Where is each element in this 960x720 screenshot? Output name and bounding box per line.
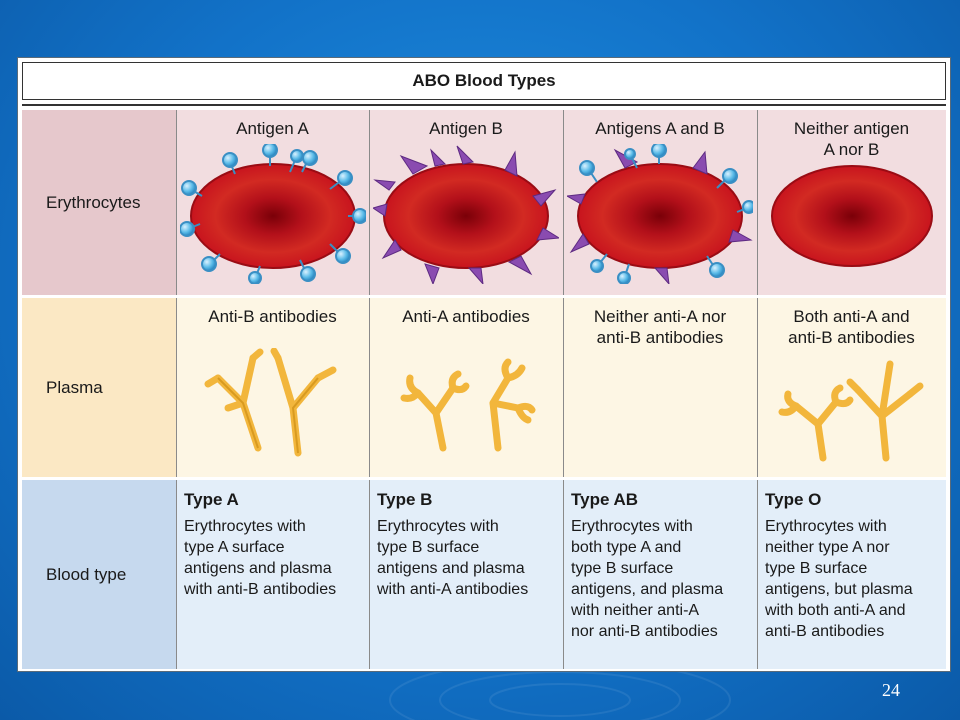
row-label-plasma: Plasma bbox=[22, 298, 176, 478]
desc-line: antigens, but plasma bbox=[765, 581, 913, 598]
antibody-label-line: Both anti-A and bbox=[793, 307, 910, 326]
desc-line: with both anti-A and bbox=[765, 602, 906, 619]
row-divider bbox=[22, 477, 946, 480]
desc-line: type B surface bbox=[765, 560, 868, 577]
desc-line: with anti-A antibodies bbox=[377, 581, 529, 598]
type-ab-title: Type AB bbox=[571, 490, 639, 509]
antibody-anti-a-and-anti-b-icon bbox=[778, 360, 924, 462]
type-ab-desc: Erythrocytes with both type A and type B… bbox=[571, 516, 757, 642]
title-divider bbox=[22, 104, 946, 106]
plasma-row bbox=[176, 298, 946, 478]
erythrocyte-type-o bbox=[771, 165, 933, 267]
desc-line: antigens and plasma bbox=[377, 560, 525, 577]
antibody-label-line: Neither anti-A nor bbox=[593, 307, 727, 326]
antibody-label-line: anti-B antibodies bbox=[788, 328, 915, 347]
antibody-anti-b-icon bbox=[204, 348, 337, 457]
abo-table: ABO Blood Types Erythrocytes Plasma Bloo… bbox=[17, 57, 951, 672]
desc-line: both type A and bbox=[571, 539, 682, 556]
antigen-label-line: Neither antigen bbox=[793, 119, 910, 138]
column-divider bbox=[563, 110, 564, 669]
antigen-label-line: A nor B bbox=[823, 140, 880, 159]
type-b-desc: Erythrocytes with type B surface antigen… bbox=[377, 516, 563, 600]
column-divider bbox=[176, 110, 177, 669]
desc-line: neither type A nor bbox=[765, 539, 890, 556]
antigen-label-ab: Antigens A and B bbox=[595, 119, 725, 138]
desc-line: type B surface bbox=[377, 539, 480, 556]
antibody-label-line: anti-B antibodies bbox=[596, 328, 724, 347]
desc-line: antigens and plasma bbox=[184, 560, 332, 577]
erythrocyte-type-ab bbox=[567, 144, 753, 284]
antibody-anti-a-icon bbox=[400, 358, 536, 452]
desc-line: type A surface bbox=[184, 539, 285, 556]
type-a-description: Type A Erythrocytes with type A surface … bbox=[184, 490, 369, 600]
type-b-title: Type B bbox=[377, 490, 433, 509]
desc-line: type B surface bbox=[571, 560, 674, 577]
column-divider bbox=[369, 110, 370, 669]
column-divider bbox=[757, 110, 758, 669]
desc-line: Erythrocytes with bbox=[377, 518, 499, 535]
type-a-title: Type A bbox=[184, 490, 239, 509]
type-a-desc: Erythrocytes with type A surface antigen… bbox=[184, 516, 369, 600]
row-label-blood-type: Blood type bbox=[22, 480, 176, 669]
type-o-desc: Erythrocytes with neither type A nor typ… bbox=[765, 516, 946, 642]
desc-line: Erythrocytes with bbox=[765, 518, 887, 535]
table-title: ABO Blood Types bbox=[22, 62, 946, 100]
desc-line: Erythrocytes with bbox=[571, 518, 693, 535]
antigen-label-o: Neither antigen A nor B bbox=[757, 118, 946, 160]
desc-line: nor anti-B antibodies bbox=[571, 623, 718, 640]
antigen-label-a: Antigen A bbox=[236, 119, 309, 138]
antibody-label-b: Anti-A antibodies bbox=[402, 307, 530, 326]
blood-type-row bbox=[176, 480, 946, 669]
erythrocyte-type-b bbox=[373, 145, 559, 284]
type-b-description: Type B Erythrocytes with type B surface … bbox=[377, 490, 563, 600]
desc-line: with anti-B antibodies bbox=[184, 581, 337, 598]
type-o-title: Type O bbox=[765, 490, 822, 509]
type-o-description: Type O Erythrocytes with neither type A … bbox=[765, 490, 946, 642]
antibody-label-ab: Neither anti-A nor anti-B antibodies bbox=[563, 306, 757, 348]
desc-line: anti-B antibodies bbox=[765, 623, 885, 640]
type-ab-description: Type AB Erythrocytes with both type A an… bbox=[571, 490, 757, 642]
antibody-label-a: Anti-B antibodies bbox=[208, 307, 337, 326]
page-number: 24 bbox=[882, 680, 900, 700]
row-label-erythrocytes: Erythrocytes bbox=[22, 110, 176, 296]
row-divider bbox=[22, 295, 946, 298]
antibody-label-o: Both anti-A and anti-B antibodies bbox=[757, 306, 946, 348]
erythrocyte-type-a bbox=[180, 144, 366, 284]
desc-line: with neither anti-A bbox=[571, 602, 700, 619]
desc-line: Erythrocytes with bbox=[184, 518, 306, 535]
desc-line: antigens, and plasma bbox=[571, 581, 724, 598]
antigen-label-b: Antigen B bbox=[429, 119, 503, 138]
